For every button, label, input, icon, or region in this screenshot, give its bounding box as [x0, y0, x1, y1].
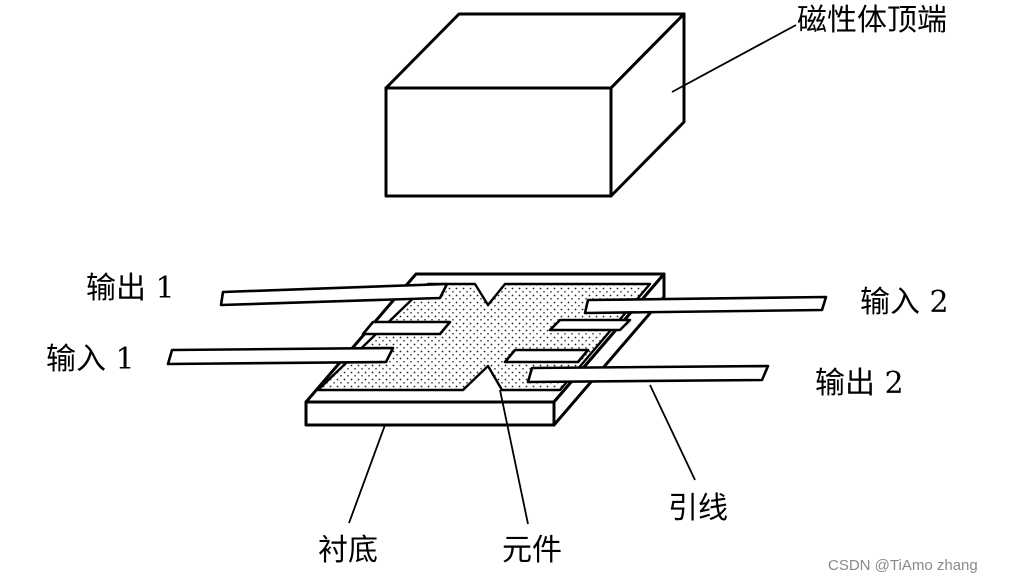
leads: [166, 282, 828, 384]
label-substrate: 衬底: [318, 533, 378, 568]
label-output1: 输出 1: [86, 271, 175, 306]
inner-tab-left: [361, 320, 452, 336]
label-output2: 输出 2: [815, 366, 904, 401]
component-element: [316, 282, 652, 392]
lead-input1: [166, 346, 395, 366]
leader-component: [499, 389, 529, 525]
label-magnet-top: 磁性体顶端: [797, 3, 947, 38]
leader-lead: [649, 384, 696, 481]
lead-input2: [583, 295, 828, 315]
magnet-block: [384, 12, 686, 198]
label-input2: 输入 2: [860, 285, 949, 320]
lead-output1: [219, 282, 449, 307]
label-component: 元件: [502, 533, 562, 568]
leader-lines: [348, 24, 797, 525]
leader-substrate: [348, 424, 386, 524]
lead-output2: [526, 364, 770, 384]
label-lead: 引线: [668, 491, 728, 526]
watermark-text: CSDN @TiAmo zhang: [828, 557, 978, 574]
leader-magnet: [671, 24, 797, 93]
inner-tab-upper-right: [548, 318, 632, 332]
label-input1: 输入 1: [46, 342, 135, 377]
inner-tab-right: [503, 348, 590, 364]
